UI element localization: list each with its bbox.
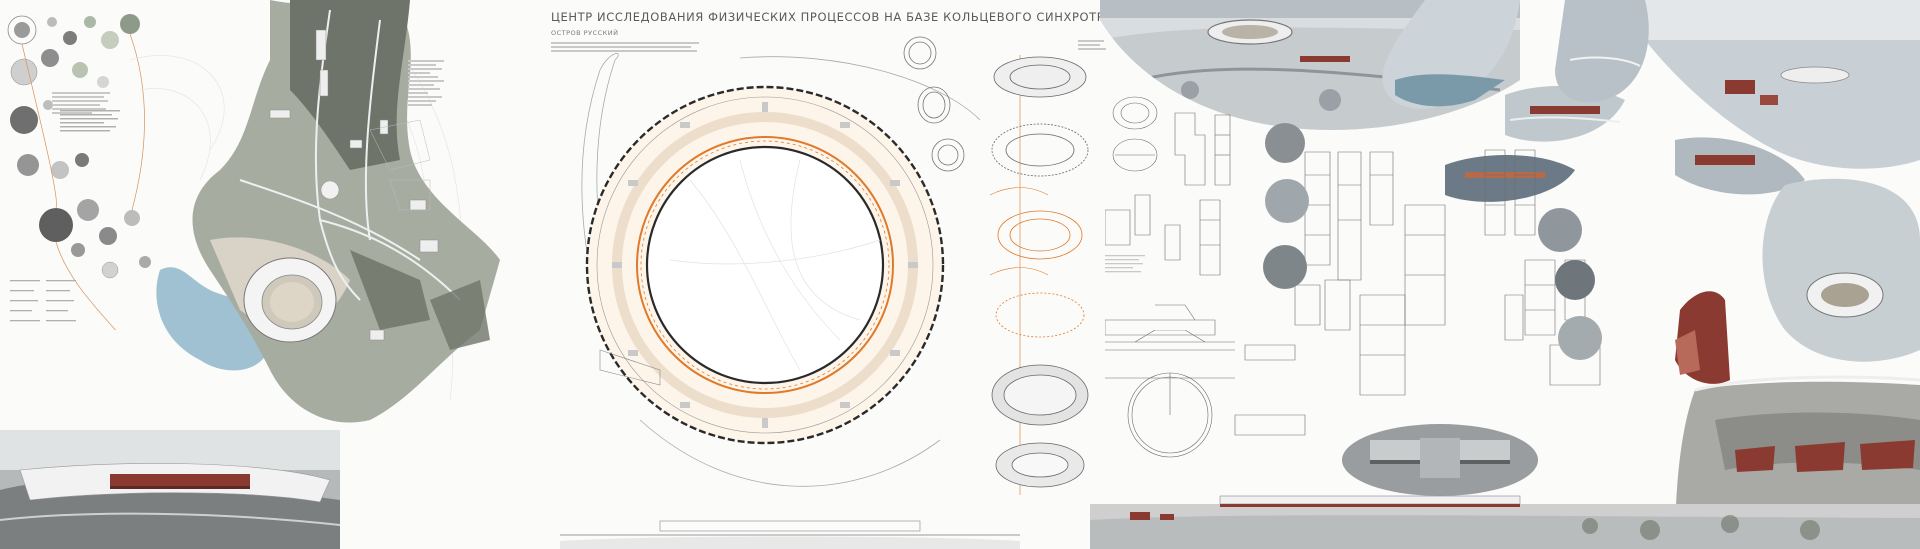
- masterplan-legend-text: [408, 60, 448, 108]
- render-snow-valley: [1555, 0, 1649, 103]
- ring-longitudinal-section: [560, 520, 1020, 549]
- ring-lab-modules: [612, 102, 918, 428]
- site-analysis-diagrams-panel: [7, 14, 151, 330]
- section-lines: [1105, 330, 1306, 458]
- entrance-wing: [599, 349, 661, 386]
- ring-outer-wall: [585, 85, 945, 445]
- render-red-building: [1675, 137, 1805, 195]
- interior-render-oval: [1342, 424, 1538, 496]
- render-courtyard-red: [1675, 291, 1730, 384]
- ring-3d-layers: [991, 56, 1089, 488]
- dome-structure: [320, 180, 340, 200]
- board-title: ЦЕНТР ИССЛЕДОВАНИЯ ФИЗИЧЕСКИХ ПРОЦЕССОВ …: [551, 10, 1132, 24]
- masterplan-outline-sketches: [369, 119, 431, 211]
- render-coastline-right: [1645, 0, 1920, 169]
- ring-layers-labels: [1078, 40, 1108, 52]
- long-section-render-strip: [1090, 495, 1920, 549]
- project-description-text: [551, 42, 701, 54]
- site-masterplan-panel: [129, 0, 500, 423]
- exterior-render-cantilever: [0, 430, 340, 549]
- analysis-connector-lines: [21, 33, 145, 330]
- floor-plan-labels: [1105, 255, 1145, 273]
- render-ring-aerial: [1762, 178, 1920, 362]
- analysis-description-text: [52, 92, 112, 116]
- synchrotron-accelerator-line: [636, 136, 894, 394]
- analysis-circles: [7, 14, 151, 279]
- masterplan-ring-building: [243, 257, 337, 343]
- bay-water: [156, 267, 270, 371]
- analysis-small-labels: [10, 110, 120, 322]
- board-subtitle: ОСТРОВ РУССКИЙ: [551, 29, 619, 37]
- building-section-drawings: [1105, 330, 1306, 458]
- inner-courtyard-paths: [669, 159, 881, 371]
- ring-section-details-panel: [991, 56, 1089, 488]
- masterplan-dark-blocks: [350, 250, 490, 350]
- render-bay-aerial: [1382, 0, 1520, 109]
- ring-detail-small: [903, 36, 965, 172]
- synchrotron-ring-plan-panel: [581, 53, 980, 487]
- ring-outer-corridor: [596, 96, 934, 434]
- synchrotron-inner-line: [640, 140, 890, 390]
- road-network: [239, 9, 461, 301]
- detail-round-thumbnails: [1263, 123, 1602, 360]
- floor-plans-panel: [1105, 96, 1602, 396]
- ring-inner-wall: [645, 145, 885, 385]
